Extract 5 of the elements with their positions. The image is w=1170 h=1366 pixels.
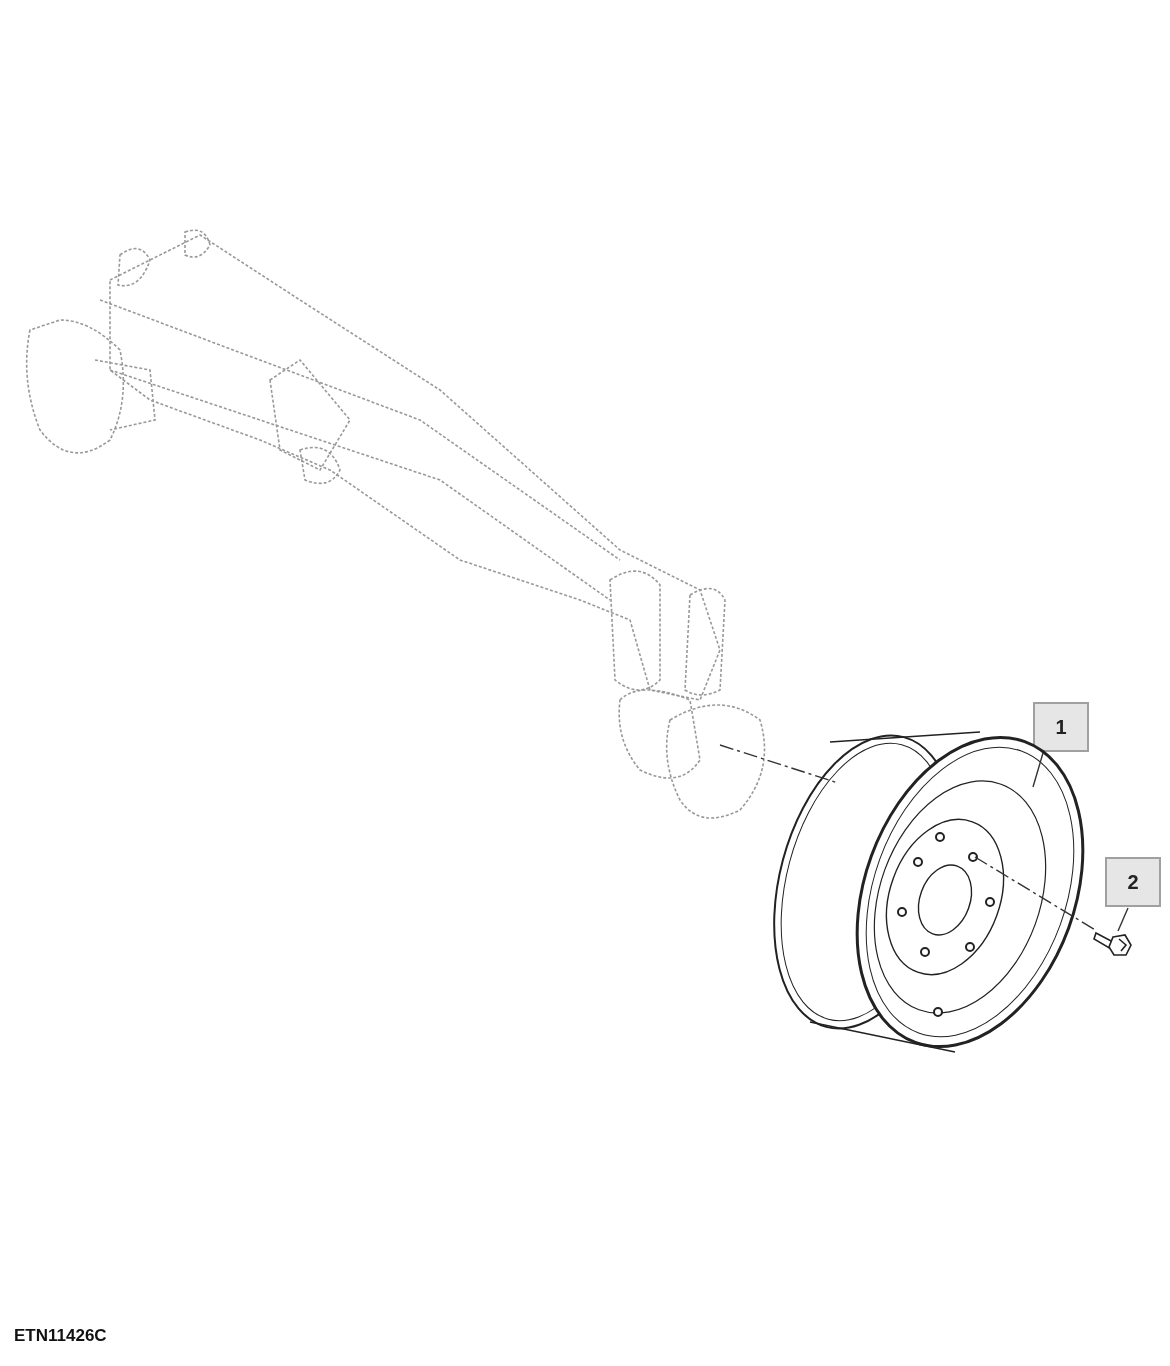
leader-line: [1032, 752, 1044, 788]
figure-code: ETN11426C: [14, 1326, 107, 1346]
leader-line: [1117, 907, 1129, 932]
callout-number: 1: [1033, 702, 1089, 752]
callout-number: 2: [1105, 857, 1161, 907]
